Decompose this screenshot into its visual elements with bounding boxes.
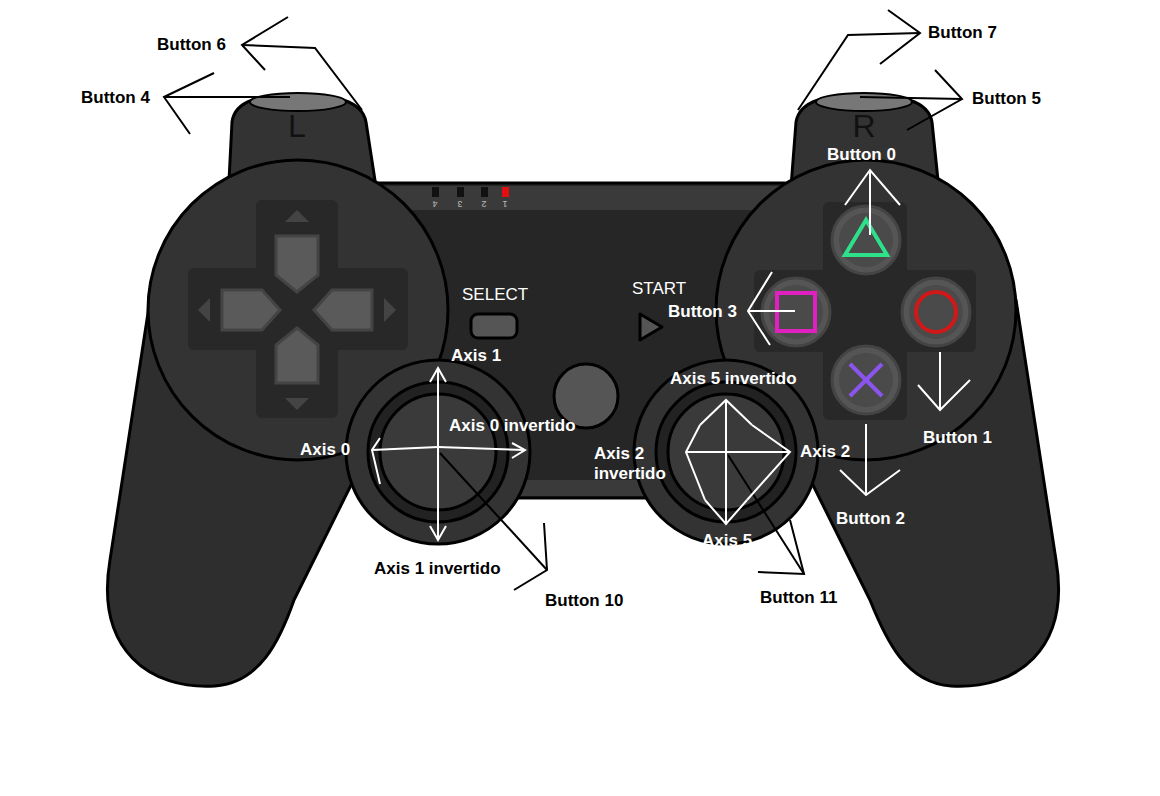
cross-symbol — [850, 364, 882, 396]
led-number: 1 — [502, 198, 507, 209]
button-label: Button 10 — [545, 591, 623, 611]
button-label: Button 1 — [923, 428, 992, 448]
button-label: Button 0 — [827, 145, 896, 165]
button-label: Button 11 — [760, 588, 837, 608]
shoulder-letter: L — [288, 110, 306, 142]
circle-symbol — [916, 292, 956, 332]
axis-label: Axis 2 — [800, 442, 850, 462]
axis-label: Axis 0 — [300, 440, 350, 460]
button-label: Button 6 — [157, 35, 226, 55]
axis-label: Axis 5 invertido — [670, 369, 797, 389]
button-label: Button 5 — [972, 89, 1041, 109]
white-leader-lines — [372, 170, 970, 540]
controller-body — [108, 95, 1059, 686]
start-button — [640, 314, 662, 340]
led-lights — [432, 187, 509, 197]
axis-label: Axis 1 invertido — [374, 559, 501, 579]
button-name: START — [632, 279, 686, 299]
select-button — [471, 314, 517, 338]
left-stick — [346, 360, 530, 544]
top-strip — [378, 186, 782, 210]
axis-label: Axis 5 — [702, 531, 752, 551]
button-label: Button 3 — [668, 302, 737, 322]
axis-label: Axis 2 invertido — [594, 444, 674, 485]
led-number: 4 — [432, 198, 437, 209]
button-label: Button 2 — [836, 509, 905, 529]
button-label: Button 4 — [81, 88, 150, 108]
right-stick — [634, 360, 818, 544]
button-name: SELECT — [462, 285, 528, 305]
led-number: 3 — [457, 198, 462, 209]
triangle-symbol — [845, 220, 887, 255]
r1-cap — [816, 93, 912, 111]
button-label: Button 7 — [928, 23, 997, 43]
led-number: 2 — [481, 198, 486, 209]
shoulder-letter: R — [852, 110, 875, 142]
axis-label: Axis 1 — [451, 346, 501, 366]
l1-cap — [250, 93, 346, 111]
black-leader-lines — [164, 10, 962, 590]
axis-label: Axis 0 invertido — [449, 416, 576, 436]
